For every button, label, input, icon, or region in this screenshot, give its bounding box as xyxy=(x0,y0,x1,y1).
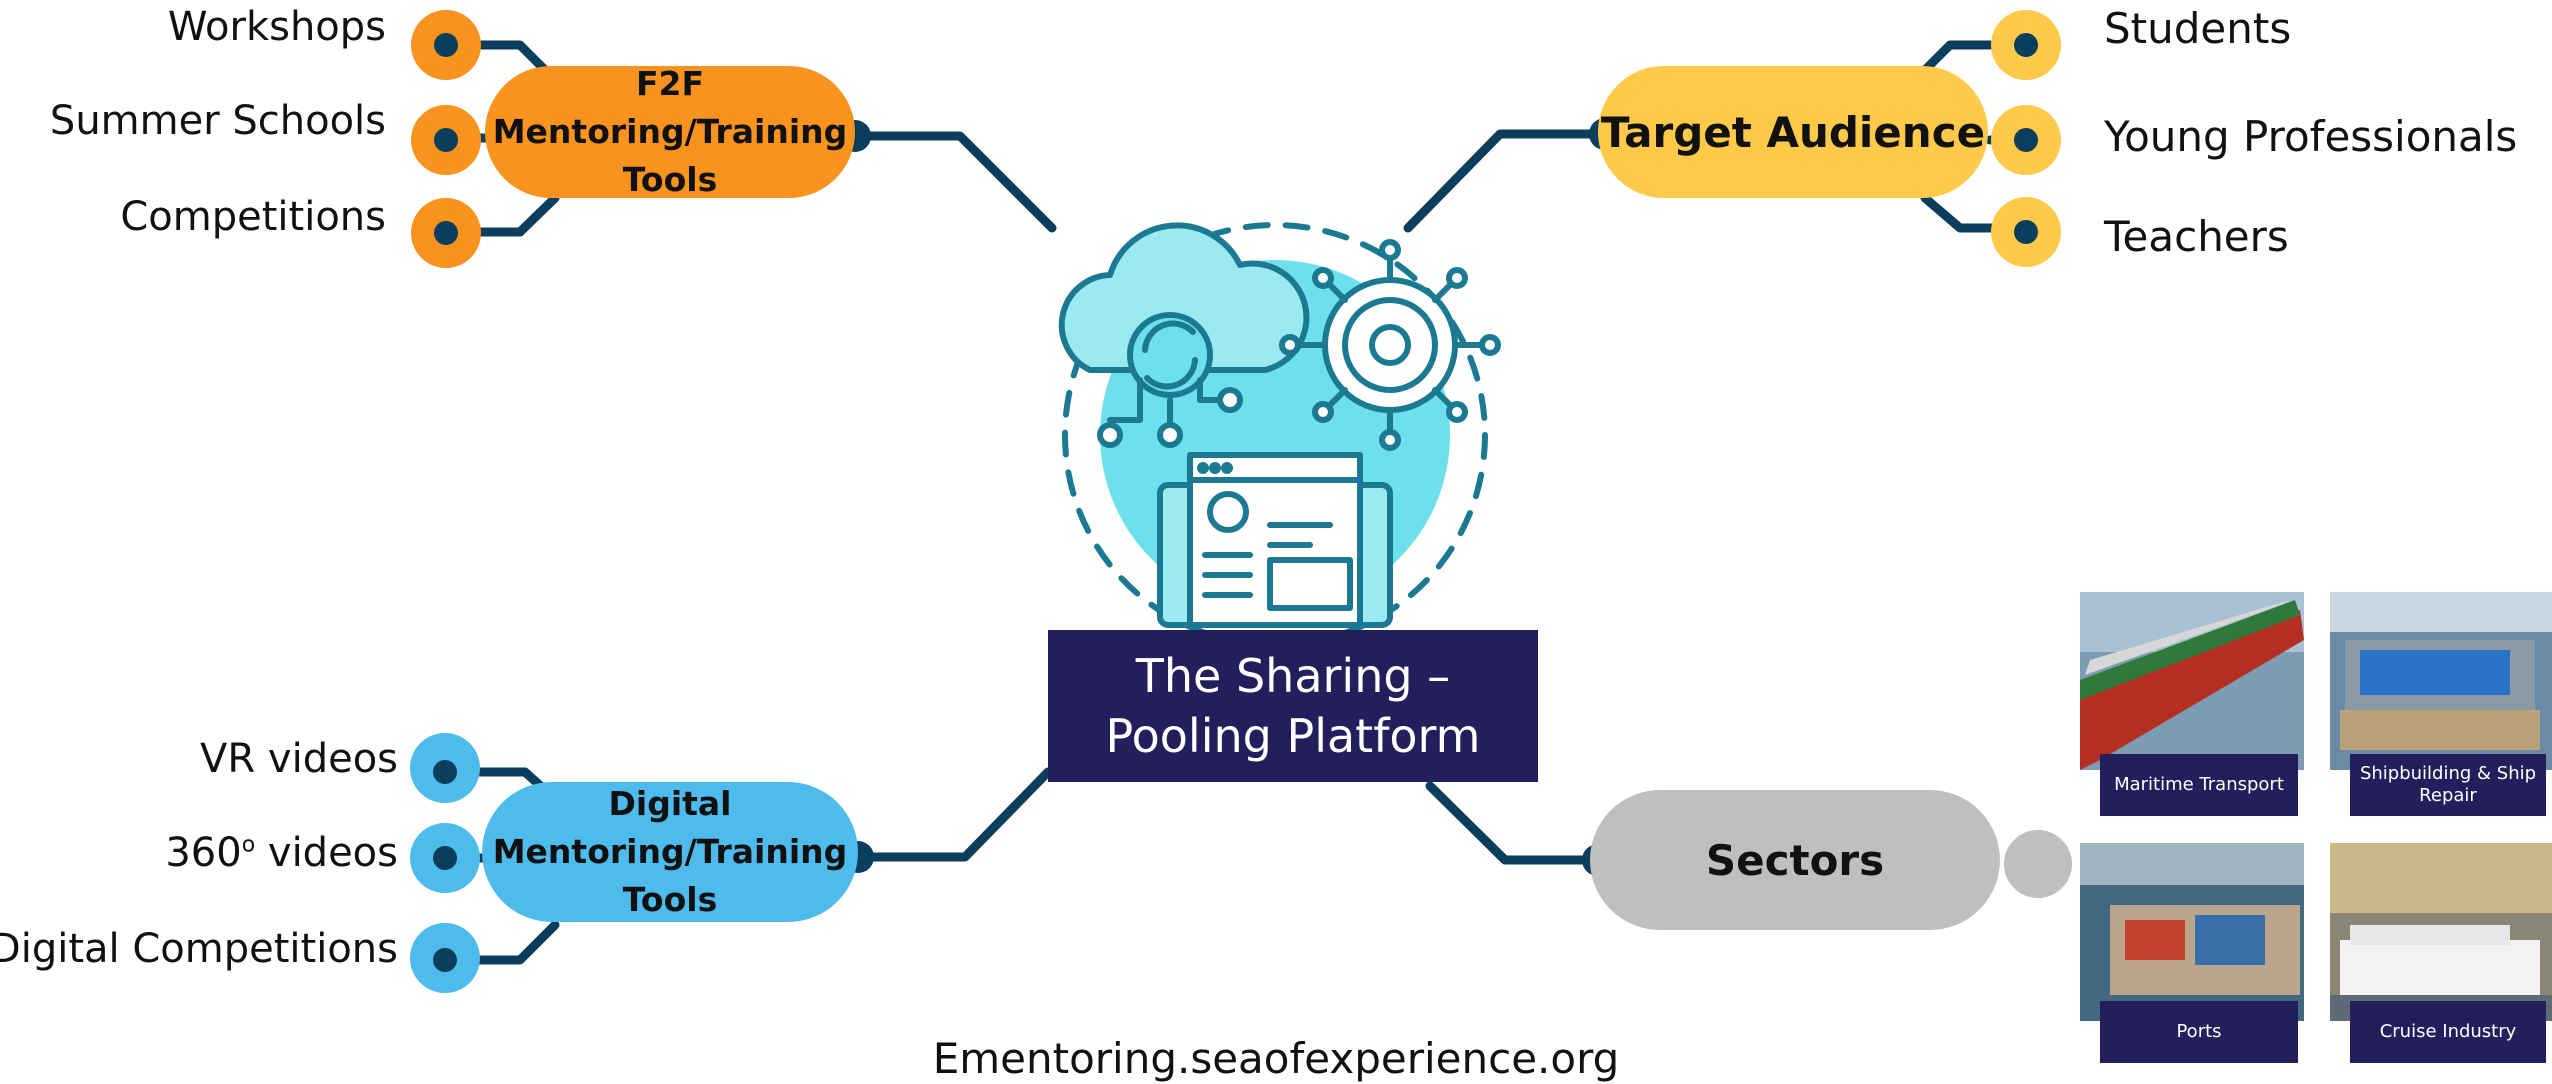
f2f-item-workshops: Workshops xyxy=(167,4,386,50)
photo-shipbuilding[interactable]: Shipbuilding & Ship Repair xyxy=(2330,592,2552,816)
f2f-line1: F2F xyxy=(635,64,705,103)
digital-item-competitions: Digital Competitions xyxy=(0,926,398,972)
f2f-line3: Tools xyxy=(622,160,718,199)
center-title-line2: Pooling Platform xyxy=(1105,709,1481,763)
f2f-line2: Mentoring/Training xyxy=(492,112,848,151)
bullets-digital xyxy=(410,733,480,993)
connector-f2f-center xyxy=(850,131,1057,233)
caption-ports: Ports xyxy=(2100,1001,2298,1063)
bullets-f2f xyxy=(411,10,481,268)
digital-item-360: 360 xyxy=(165,830,242,876)
photo-maritime-transport[interactable]: Maritime Transport xyxy=(2080,592,2304,816)
digital-item-360-videos: 360o videos xyxy=(165,830,398,876)
caption-shipbuilding: Shipbuilding & Ship Repair xyxy=(2350,754,2546,816)
caption-maritime-transport: Maritime Transport xyxy=(2100,754,2298,816)
connector-sectors-center xyxy=(1425,781,1603,865)
target-item-students: Students xyxy=(2104,4,2292,53)
sectors-title: Sectors xyxy=(1705,835,1885,885)
center-title-box[interactable]: The Sharing – Pooling Platform xyxy=(1048,630,1538,782)
photo-cruise-industry[interactable]: Cruise Industry xyxy=(2330,843,2552,1063)
platform-illustration xyxy=(1058,222,1501,648)
center-title-line1: The Sharing – xyxy=(1135,649,1451,703)
target-item-teachers: Teachers xyxy=(2104,212,2289,261)
degree-superscript: o xyxy=(241,832,256,858)
connector-digital-center xyxy=(853,767,1053,862)
connector-target-center xyxy=(1403,129,1610,233)
target-audience-title: Target Audience xyxy=(1600,107,1986,157)
photo-ports[interactable]: Ports xyxy=(2080,843,2304,1063)
bullets-target xyxy=(1991,10,2061,267)
f2f-item-competitions: Competitions xyxy=(120,194,386,240)
digital-node[interactable]: Digital Mentoring/Training Tools xyxy=(482,782,858,922)
target-item-young-professionals: Young Professionals xyxy=(2104,112,2518,161)
digital-line1: Digital xyxy=(608,784,732,823)
f2f-item-summer-schools: Summer Schools xyxy=(49,98,386,144)
digital-line2: Mentoring/Training xyxy=(492,832,848,871)
digital-line3: Tools xyxy=(622,880,718,919)
sectors-node[interactable]: Sectors xyxy=(1590,790,2000,930)
f2f-node[interactable]: F2F Mentoring/Training Tools xyxy=(485,64,855,199)
sectors-bullet xyxy=(2004,830,2072,898)
digital-item-videos: videos xyxy=(267,830,398,876)
footer-url[interactable]: Ementoring.seaofexperience.org xyxy=(932,1034,1620,1083)
caption-cruise-industry: Cruise Industry xyxy=(2350,1001,2546,1063)
digital-item-vr-videos: VR videos xyxy=(200,736,398,782)
target-audience-node[interactable]: Target Audience xyxy=(1598,66,1988,198)
